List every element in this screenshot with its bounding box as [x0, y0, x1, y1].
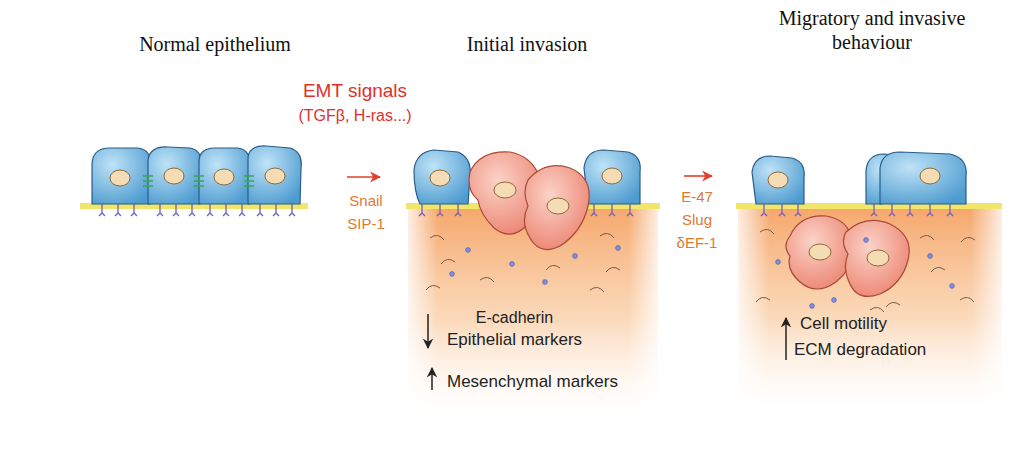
- transcription-factor: SIP-1: [331, 215, 401, 233]
- ecm-fibre: [426, 285, 440, 290]
- anchor-stroke: [889, 204, 895, 216]
- ecm-fibre: [961, 237, 975, 242]
- ecm-fibres: [426, 229, 975, 312]
- matrix-fade: [738, 207, 1002, 407]
- anchor-stroke: [239, 204, 245, 216]
- ecm-dot: [450, 272, 455, 277]
- ecm-fibre: [931, 267, 945, 272]
- anchor-stroke: [289, 204, 295, 216]
- ecm-dot: [510, 262, 515, 267]
- ecm-fibre: [920, 235, 934, 240]
- signal-label: (TGFβ, H-ras...): [275, 106, 435, 125]
- process-arrow: [347, 176, 380, 178]
- matrix: [738, 207, 1002, 407]
- anchor-stroke: [223, 204, 229, 216]
- anchor-stroke: [99, 204, 105, 216]
- ecm-dot: [466, 248, 471, 253]
- anchor-stroke: [947, 204, 953, 216]
- ecm-dot: [543, 280, 548, 285]
- anchor-stroke: [627, 204, 633, 216]
- ecm-dot: [573, 254, 578, 259]
- ecm-dot: [864, 238, 869, 243]
- ecm-fibre: [886, 302, 900, 307]
- ecm-fibre: [960, 297, 974, 302]
- anchor-stroke: [173, 204, 179, 216]
- anchor-stroke: [907, 204, 913, 216]
- ecm-dot: [776, 260, 781, 265]
- anchor-stroke: [115, 204, 121, 216]
- anchor-stroke: [207, 204, 213, 216]
- anchor-stroke: [871, 204, 877, 216]
- ecm-fibre: [606, 267, 620, 272]
- ecm-fibre: [546, 265, 560, 270]
- anchor-stroke: [609, 204, 615, 216]
- anchor-stroke: [273, 204, 279, 216]
- anchor-stroke: [795, 204, 801, 216]
- marker-label: E-cadherin: [476, 308, 553, 327]
- epithelial-cells: [92, 146, 301, 204]
- ecm-fibre: [590, 287, 604, 292]
- ecm-fibre: [430, 235, 444, 240]
- panel-heading: Migratory and invasive behaviour: [777, 6, 967, 54]
- increase-arrow: [785, 318, 787, 360]
- ecm-dot: [950, 284, 955, 289]
- ecm-dot: [616, 246, 621, 251]
- mesenchymal-cells: [786, 216, 909, 297]
- anchor-stroke: [927, 204, 933, 216]
- process-arrow: [684, 175, 712, 177]
- anchor-stroke: [131, 204, 137, 216]
- anchor-stroke: [257, 204, 263, 216]
- nucleus: [110, 168, 285, 186]
- transcription-factor: Snail: [331, 192, 401, 210]
- ecm-fibre: [756, 297, 770, 302]
- marker-label: Cell motility: [800, 314, 887, 334]
- ecm-dot: [810, 304, 815, 309]
- anchor-stroke: [189, 204, 195, 216]
- decrease-arrow: [427, 314, 429, 348]
- signal-label: EMT signals: [275, 80, 435, 103]
- anchor-stroke: [437, 204, 443, 216]
- marker-label: Epithelial markers: [447, 330, 582, 350]
- ecm-fibre: [480, 277, 494, 282]
- anchor-stroke: [157, 204, 163, 216]
- ecm-dot: [928, 254, 933, 259]
- epithelial-cells: [752, 152, 966, 204]
- increase-arrow: [431, 368, 433, 390]
- ecm-fibre: [870, 307, 884, 312]
- marker-label: ECM degradation: [794, 340, 926, 360]
- transcription-factor: Slug: [662, 211, 732, 229]
- panel-heading: Initial invasion: [407, 32, 647, 56]
- ecm-fibre: [600, 233, 614, 238]
- marker-label: Mesenchymal markers: [447, 372, 618, 392]
- ecm-dot: [832, 298, 837, 303]
- mesenchymal-cells: [469, 152, 589, 250]
- anchor-stroke: [591, 204, 597, 216]
- transcription-factor: E-47: [662, 188, 732, 206]
- nucleus: [768, 168, 940, 266]
- transcription-factor: δEF-1: [662, 234, 732, 252]
- anchor-stroke: [455, 204, 461, 216]
- anchor-stroke: [419, 204, 425, 216]
- panel-heading: Normal epithelium: [95, 32, 335, 56]
- nucleus: [430, 168, 622, 214]
- anchor-stroke: [761, 204, 767, 216]
- ecm-fibre: [441, 259, 455, 264]
- anchor-stroke: [779, 204, 785, 216]
- ecm-fibre: [760, 229, 774, 234]
